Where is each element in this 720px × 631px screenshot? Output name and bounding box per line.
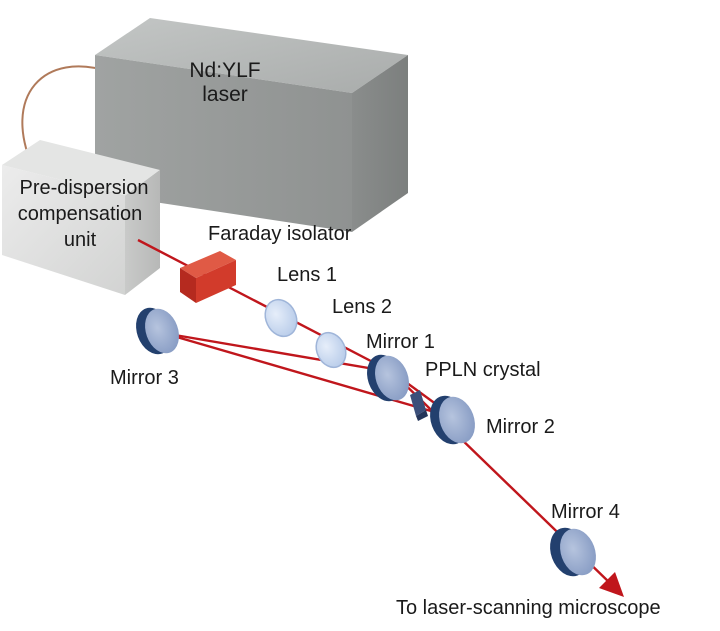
laser-box-top [95, 18, 408, 93]
laser-label-line2: laser [202, 83, 248, 106]
faraday-isolator [180, 251, 236, 303]
faraday-label: Faraday isolator [208, 223, 352, 245]
predispersion-unit-box [2, 140, 160, 295]
mirror-2 [430, 395, 475, 445]
predispersion-label-line3: unit [64, 229, 97, 251]
mirror-3 [136, 307, 179, 355]
isolator-front [196, 260, 236, 303]
beam-segment-mirror1-to-mirror3 [162, 331, 393, 374]
lens-1 [264, 298, 298, 338]
mirror1-label: Mirror 1 [366, 331, 435, 353]
mirror3-label: Mirror 3 [110, 367, 179, 389]
beam-segment-mirror3-to-mirror2 [162, 331, 456, 420]
ppln-crystal [410, 390, 428, 421]
lens1-label: Lens 1 [277, 264, 337, 286]
isolator-top [180, 251, 236, 278]
mirror-4 [550, 527, 596, 577]
ppln-label: PPLN crystal [425, 359, 541, 381]
mirror-1 [367, 354, 409, 402]
unit-box-front [2, 165, 125, 295]
predispersion-label-line1: Pre-dispersion [20, 177, 149, 199]
unit-box-side [125, 170, 160, 295]
unit-box-top [2, 140, 160, 196]
laser-label-line1: Nd:YLF [189, 59, 260, 82]
connecting-cable [21, 65, 111, 171]
predispersion-label-line2: compensation [18, 203, 143, 225]
lens2-label: Lens 2 [332, 296, 392, 318]
mirror4-label: Mirror 4 [551, 501, 620, 523]
isolator-left [180, 268, 196, 303]
lens-2 [315, 331, 347, 369]
laser-box-side [352, 55, 408, 232]
output-arrowhead [599, 572, 624, 597]
mirror2-label: Mirror 2 [486, 416, 555, 438]
beam-segment-unit-to-mirror1 [137, 238, 393, 374]
output-label: To laser-scanning microscope [396, 597, 661, 619]
